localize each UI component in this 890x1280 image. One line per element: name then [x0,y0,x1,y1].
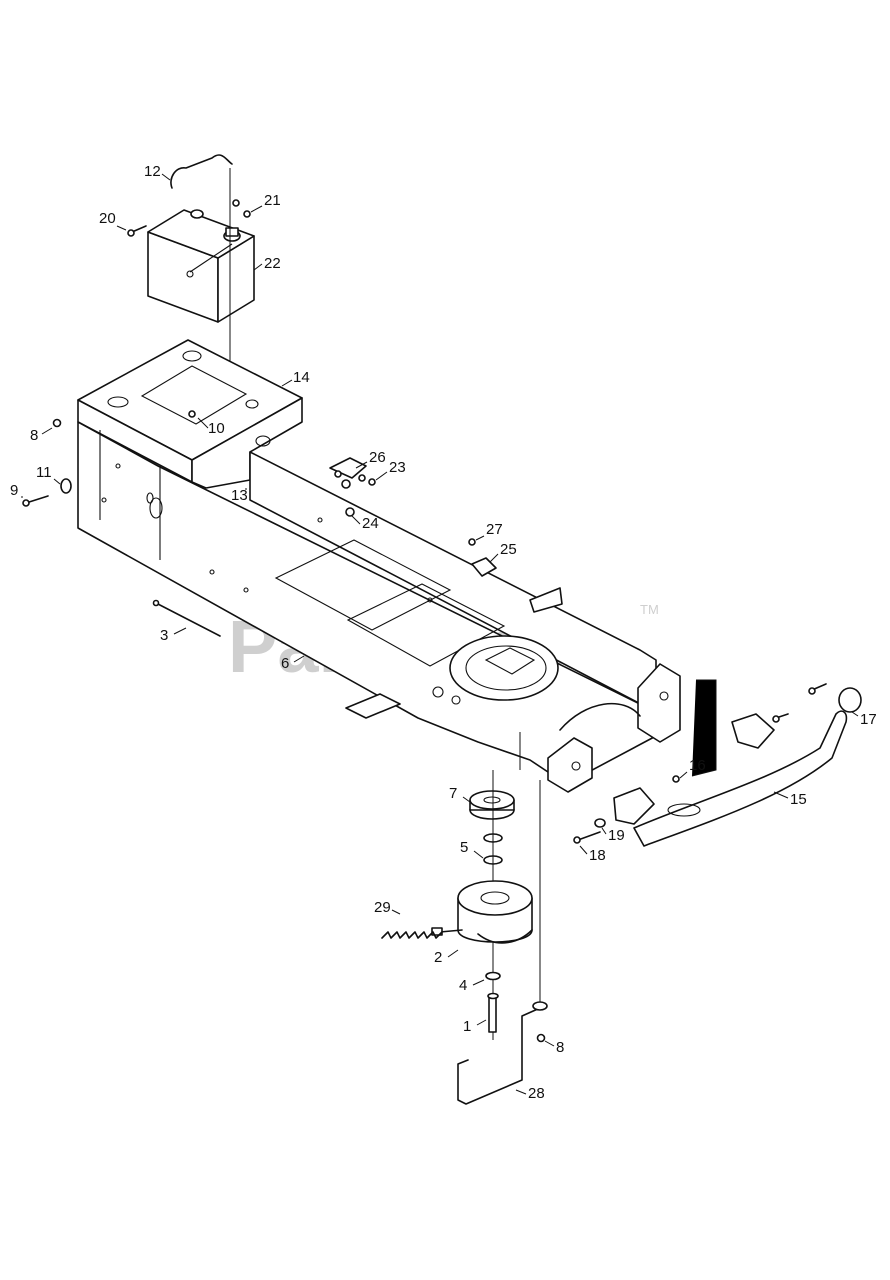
battery[interactable] [147,209,255,323]
callout-leader-15 [773,791,789,799]
callout-leader-3 [173,627,187,635]
callout-leader-25 [489,553,499,563]
callout-leader-5 [473,850,484,859]
callout-4[interactable]: 4 [459,977,467,994]
callout-10[interactable]: 10 [208,420,225,437]
watermark-trademark: TM [640,602,659,617]
callout-19[interactable]: 19 [608,827,625,844]
callout-leader-10 [197,417,209,429]
callout-leader-12 [161,173,171,181]
frame[interactable] [77,339,681,793]
rod-3[interactable] [152,599,221,637]
callout-9[interactable]: 9 [10,482,18,499]
callout-25[interactable]: 25 [500,541,517,558]
callout-23[interactable]: 23 [389,459,406,476]
callout-5[interactable]: 5 [460,839,468,856]
callout-leader-18 [579,845,588,855]
callout-27[interactable]: 27 [486,521,503,538]
callout-leader-24 [351,515,361,525]
callout-leader-4 [472,979,485,986]
anti-rotation-bracket[interactable] [457,780,548,1105]
battery-bolt-left[interactable] [127,225,147,237]
callout-leader-19 [601,827,607,835]
clutch-bolt[interactable] [487,992,499,1033]
callout-leader-7 [462,796,471,803]
callout-leader-1 [476,1019,487,1026]
callout-13[interactable]: 13 [231,487,248,504]
callout-21[interactable]: 21 [264,192,281,209]
bracket-25[interactable] [468,538,497,577]
callout-leader-27 [475,535,485,541]
callout-24[interactable]: 24 [362,515,379,532]
callout-leader-11 [53,478,61,485]
callout-17[interactable]: 17 [860,711,877,728]
battery-nut-right[interactable] [232,199,251,218]
battery-cable[interactable] [170,154,233,370]
callout-3[interactable]: 3 [160,627,168,644]
callout-15[interactable]: 15 [790,791,807,808]
callout-leader-16 [679,771,688,779]
callout-14[interactable]: 14 [293,369,310,386]
clutch-washer[interactable] [485,971,501,981]
callout-2[interactable]: 2 [434,949,442,966]
callout-leader-23 [375,471,388,481]
callout-leader-8a [41,427,53,435]
callout-12[interactable]: 12 [144,163,161,180]
left-hardware[interactable] [22,410,196,507]
callout-leader-28 [515,1089,527,1095]
callout-leader-20 [116,225,127,231]
callout-28[interactable]: 28 [528,1085,545,1102]
front-axle[interactable] [573,679,862,847]
callout-6[interactable]: 6 [281,655,289,672]
callout-11[interactable]: 11 [36,464,52,481]
callout-leader-21 [250,205,263,213]
callout-leader-22 [253,263,263,271]
callout-1[interactable]: 1 [463,1018,471,1035]
callout-16[interactable]: 16 [689,757,706,774]
pto-clutch[interactable] [431,880,533,944]
callout-26[interactable]: 26 [369,449,386,466]
callout-leader-26 [355,461,368,469]
callout-29[interactable]: 29 [374,899,391,916]
callout-leader-14 [281,379,293,387]
callout-8a[interactable]: 8 [30,427,38,444]
steering-support[interactable] [329,457,376,517]
spring[interactable] [381,931,443,939]
callout-leader-2 [447,949,459,958]
callout-leader-8b [544,1040,555,1047]
callout-leader-29 [391,909,401,915]
callout-leader-6 [293,655,305,663]
callout-20[interactable]: 20 [99,210,116,227]
callout-8b[interactable]: 8 [556,1039,564,1056]
callout-7[interactable]: 7 [449,785,457,802]
callout-18[interactable]: 18 [589,847,606,864]
callout-22[interactable]: 22 [264,255,281,272]
clutch-bracket-bolt[interactable] [536,1033,546,1043]
callouts: 1234567889101112131415161718192021222324… [10,163,877,1102]
callout-leader-17 [851,711,859,717]
pulley[interactable] [469,790,515,820]
